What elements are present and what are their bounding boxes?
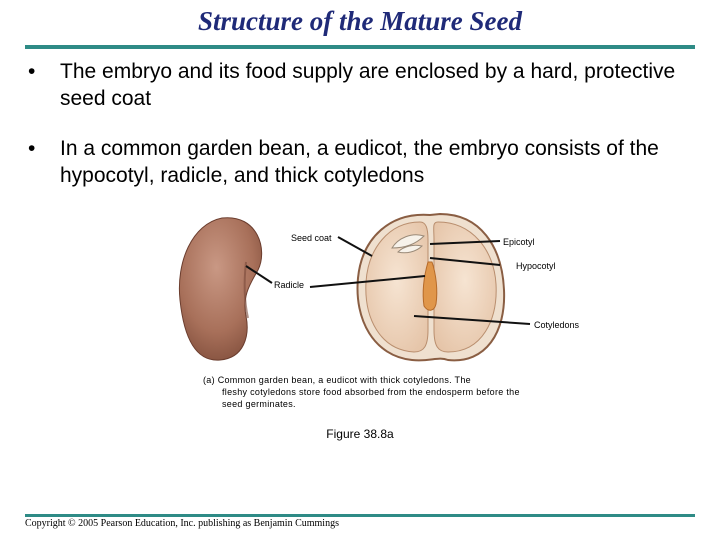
- bean-hilum: [243, 261, 249, 319]
- bullet-text: The embryo and its food supply are enclo…: [60, 60, 676, 110]
- label-cotyledons: Cotyledons: [534, 320, 580, 330]
- cotyledon-left: [365, 221, 429, 353]
- label-seed-coat: Seed coat: [291, 233, 332, 243]
- radicle-leader-b: [309, 275, 426, 288]
- epicotyl-leader: [429, 240, 501, 245]
- cotyledons-leader: [413, 315, 531, 325]
- bullet-text: In a common garden bean, a eudicot, the …: [60, 137, 659, 187]
- bullet-marker: •: [28, 60, 36, 83]
- copyright-text: Copyright © 2005 Pearson Education, Inc.…: [25, 518, 339, 529]
- radicle-leader-a: [245, 265, 273, 284]
- bullet-marker: •: [28, 137, 36, 160]
- label-epicotyl: Epicotyl: [503, 237, 535, 247]
- hypocotyl-leader: [429, 257, 501, 266]
- epicotyl: [391, 234, 425, 254]
- bullet-item: • The embryo and its food supply are enc…: [28, 58, 698, 112]
- footer-divider: [25, 514, 695, 517]
- bullet-list: • The embryo and its food supply are enc…: [28, 58, 698, 212]
- seed-coat-leader: [337, 236, 373, 257]
- title-divider: [25, 45, 695, 49]
- cotyledon-right: [433, 221, 497, 353]
- slide-title: Structure of the Mature Seed: [197, 6, 523, 36]
- caption-continuation: fleshy cotyledons store food absorbed fr…: [222, 387, 520, 409]
- radicle: [422, 261, 438, 311]
- label-radicle: Radicle: [274, 280, 305, 290]
- figure-caption: (a) Common garden bean, a eudicot with t…: [203, 374, 523, 410]
- whole-bean: [178, 217, 263, 361]
- bullet-item: • In a common garden bean, a eudicot, th…: [28, 135, 698, 189]
- caption-first-line: (a) Common garden bean, a eudicot with t…: [203, 375, 471, 385]
- figure-number: Figure 38.8a: [326, 427, 394, 441]
- label-hypocotyl: Hypocotyl: [516, 261, 556, 271]
